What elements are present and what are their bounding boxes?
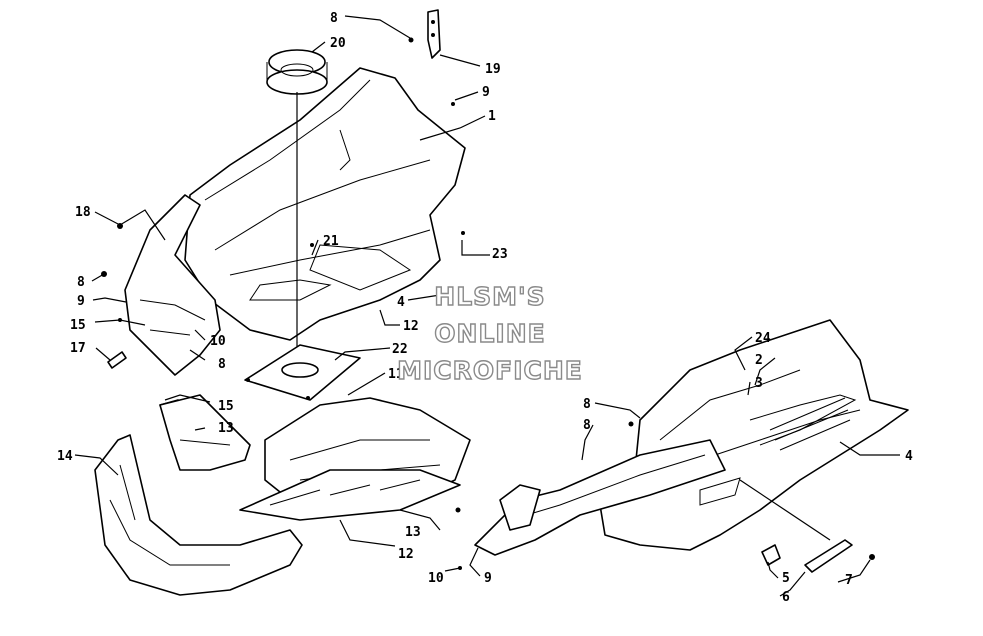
callout-9-bot: 9 <box>484 571 492 586</box>
side-panel-left <box>124 194 221 376</box>
callout-3: 3 <box>755 376 763 391</box>
part-labels: 8 20 19 9 1 18 21 23 8 9 4 15 12 10 17 2… <box>57 11 913 605</box>
callout-24: 24 <box>755 331 771 346</box>
callout-22: 22 <box>392 342 408 357</box>
callout-11: 11 <box>388 367 404 382</box>
callout-23: 23 <box>492 247 508 262</box>
callout-8-right1: 8 <box>583 397 591 412</box>
watermark-line2: ONLINE <box>434 319 545 348</box>
watermark-line1: HLSM'S <box>434 282 545 311</box>
callout-4-mid: 4 <box>397 295 405 310</box>
seal-ring <box>266 49 328 365</box>
leader-lines <box>74 15 900 597</box>
bracket-13-upper <box>159 394 251 471</box>
bracket-19 <box>427 9 441 59</box>
bolt-7 <box>869 554 875 560</box>
nose-cone <box>94 434 303 596</box>
plate-22 <box>244 344 361 401</box>
rail-9 <box>474 439 726 556</box>
callout-15-mid: 15 <box>218 399 234 414</box>
watermark: HLSM'S ONLINE MICROFICHE <box>396 281 583 385</box>
callout-14: 14 <box>57 449 73 464</box>
clip-17 <box>107 351 127 369</box>
belly-pan <box>239 397 471 521</box>
callout-7: 7 <box>845 573 853 588</box>
callout-2: 2 <box>755 353 763 368</box>
callout-4-right: 4 <box>905 449 913 464</box>
callout-8-left: 8 <box>77 275 85 290</box>
callout-18: 18 <box>75 205 91 220</box>
callout-6: 6 <box>782 590 790 605</box>
callout-5: 5 <box>782 571 790 586</box>
callout-9-top: 9 <box>482 85 490 100</box>
callout-12-bot: 12 <box>398 547 414 562</box>
callout-19-top: 19 <box>485 62 501 77</box>
callout-10-left: 10 <box>210 334 226 349</box>
callout-20: 20 <box>330 36 346 51</box>
callout-13-top: 13 <box>218 421 234 436</box>
hood-panel <box>184 67 466 341</box>
callout-12-top: 12 <box>403 319 419 334</box>
callout-8-top: 8 <box>330 11 338 26</box>
callout-8-right2: 8 <box>583 418 591 433</box>
watermark-line3: MICROFICHE <box>397 356 583 385</box>
callout-10-bot: 10 <box>428 571 444 586</box>
callout-8-mid: 8 <box>218 357 226 372</box>
callout-1: 1 <box>488 109 496 124</box>
callout-15-left: 15 <box>70 318 86 333</box>
tunnel-assembly <box>599 319 909 551</box>
bumper-5 <box>761 544 781 566</box>
callout-9-left: 9 <box>77 294 85 309</box>
callout-21: 21 <box>323 234 339 249</box>
callout-13-bot: 13 <box>405 525 421 540</box>
strip-6 <box>804 539 853 573</box>
callout-17: 17 <box>70 341 86 356</box>
